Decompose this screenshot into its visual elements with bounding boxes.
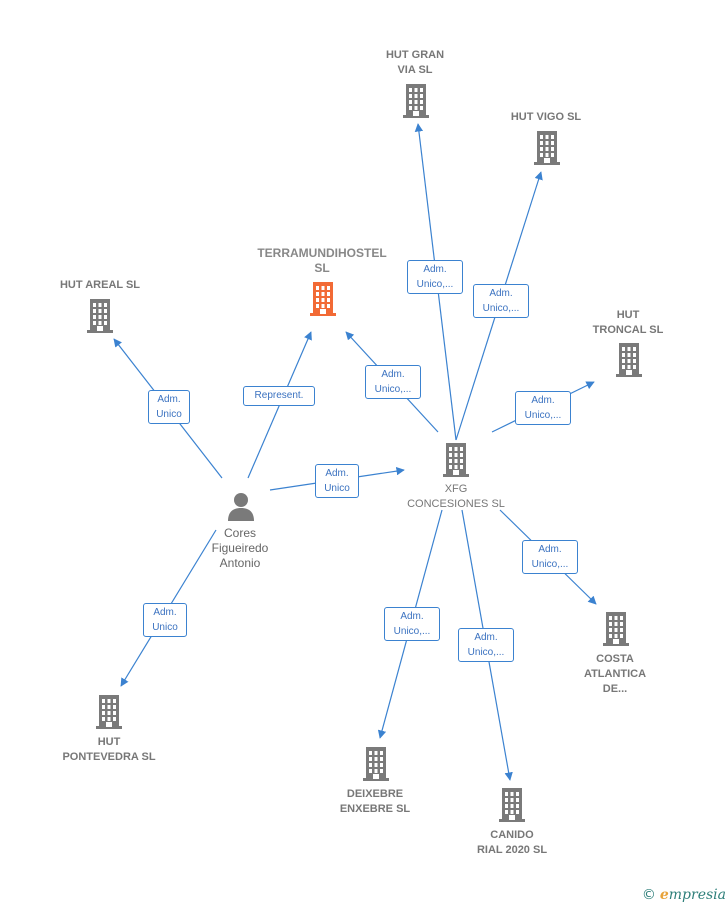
edge-label-cores-figueiredo-to-hut-areal[interactable]: Adm.Unico <box>148 390 190 424</box>
building-icon[interactable] <box>616 343 642 382</box>
building-icon[interactable] <box>534 131 560 170</box>
edge-label-xfg-concesiones-to-hut-gran-via[interactable]: Adm.Unico,... <box>407 260 463 294</box>
building-icon[interactable] <box>310 282 336 321</box>
edge-label-xfg-concesiones-to-hut-vigo[interactable]: Adm.Unico,... <box>473 284 529 318</box>
edge-label-xfg-concesiones-to-terramundihostel[interactable]: Adm.Unico,... <box>365 365 421 399</box>
node-label-hut-areal[interactable]: HUT AREAL SL <box>59 279 141 291</box>
building-icon[interactable] <box>87 299 113 338</box>
person-icon[interactable] <box>226 491 256 526</box>
building-icon[interactable] <box>499 788 525 827</box>
edge-label-xfg-concesiones-to-deixebre[interactable]: Adm.Unico,... <box>384 607 440 641</box>
building-icon[interactable] <box>96 695 122 734</box>
edge-label-xfg-concesiones-to-costa-atlantica[interactable]: Adm.Unico,... <box>522 540 578 574</box>
edge-label-cores-figueiredo-to-hut-pontevedra[interactable]: Adm.Unico <box>143 603 187 637</box>
building-icon[interactable] <box>403 84 429 123</box>
empresia-logo: ©empresia <box>641 887 726 903</box>
edge-label-xfg-concesiones-to-canido[interactable]: Adm.Unico,... <box>458 628 514 662</box>
edge-label-cores-figueiredo-to-xfg-concesiones[interactable]: Adm.Unico <box>315 464 359 498</box>
building-icon[interactable] <box>443 443 469 482</box>
node-label-hut-vigo[interactable]: HUT VIGO SL <box>510 111 582 123</box>
edge-label-xfg-concesiones-to-hut-troncal[interactable]: Adm.Unico,... <box>515 391 571 425</box>
copyright-icon: © <box>641 887 656 903</box>
building-icon[interactable] <box>363 747 389 786</box>
building-icon[interactable] <box>603 612 629 651</box>
edge-label-cores-figueiredo-to-terramundihostel[interactable]: Represent. <box>243 386 315 406</box>
